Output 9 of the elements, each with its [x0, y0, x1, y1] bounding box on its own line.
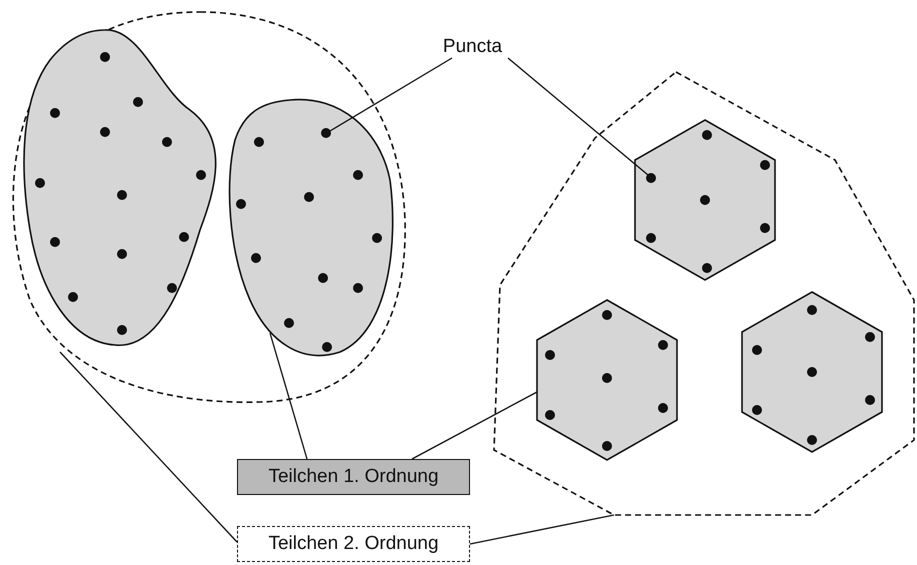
leader-line [60, 352, 238, 542]
leader-line [508, 58, 648, 176]
leader-line [470, 514, 614, 545]
filled-label-box: Teilchen 1. Ordnung [237, 459, 470, 495]
leader-line [269, 332, 308, 460]
dashed-label-box: Teilchen 2. Ordnung [237, 526, 470, 562]
leader-line [330, 57, 452, 132]
leader-line [412, 391, 538, 460]
label-text: Puncta [425, 34, 520, 60]
